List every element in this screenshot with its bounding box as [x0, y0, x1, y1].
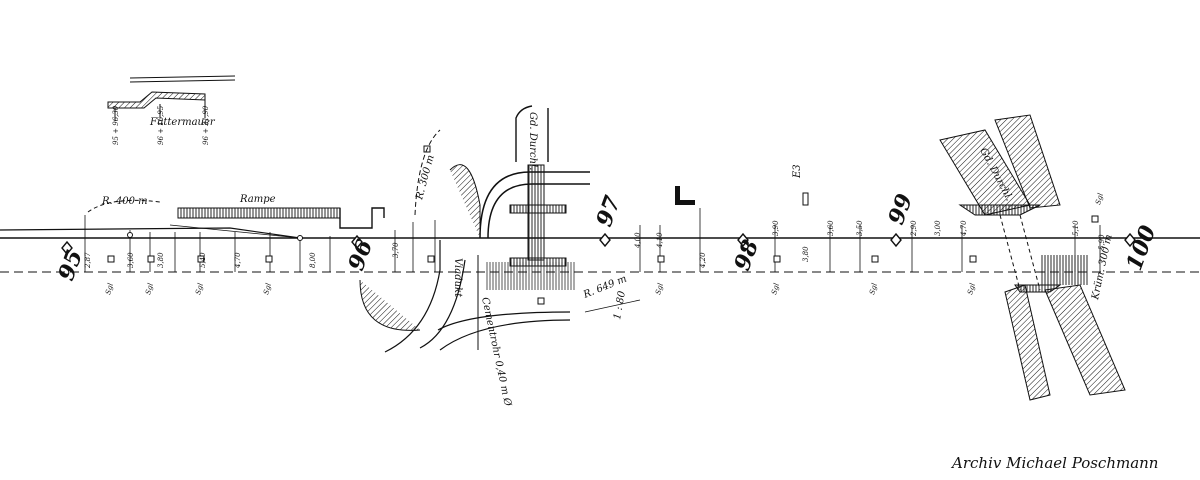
km-post-100: 100 [1121, 221, 1161, 274]
culvert-pipe-top [515, 105, 533, 162]
gefaelle-label: 1 : 80 [612, 290, 628, 321]
height-1: 2,87 [84, 252, 92, 269]
km-post-97: 97 [591, 192, 626, 230]
height-8: 4,00 [634, 232, 642, 249]
signal-label-4: Sgl [262, 282, 273, 295]
radius-arc-mid [414, 129, 441, 216]
height-4: 5,40 [199, 252, 207, 268]
ramp-structure [177, 207, 341, 219]
top-rule-2 [129, 79, 236, 83]
signal-flag [675, 186, 695, 205]
chainage-verticals-left [114, 100, 206, 120]
embankment-hatch-right [1040, 255, 1088, 285]
signal-label-5: Sgl [654, 282, 665, 295]
embankment-hatch-lower [485, 262, 575, 290]
height-19: 5,90 [1098, 234, 1106, 250]
height-9: 4,10 [656, 232, 664, 249]
dimension-ticks [84, 208, 1101, 272]
signal-label-8: Sgl [966, 282, 977, 295]
zementrohr-label: Cementrohr 0,40 m Ø [479, 296, 513, 408]
km-post-diamonds [61, 232, 1136, 256]
culvert-curve-upper [479, 171, 590, 239]
signal-label-7: Sgl [868, 282, 879, 295]
chainage-label-3: 96 + 21,90 [202, 105, 210, 145]
signal-label-2: Sgl [144, 282, 155, 295]
embankment-lower-left [359, 279, 421, 331]
km-post-95: 95 [53, 246, 88, 284]
siding-branch [169, 224, 301, 239]
height-7: 3,70 [392, 242, 400, 258]
bridge-deck-upper [958, 204, 1041, 216]
height-17: 4,70 [960, 220, 968, 237]
height-10: 4,20 [699, 252, 707, 269]
height-2: 3,60 [127, 252, 135, 268]
road-lower-2 [439, 319, 571, 351]
bridge-abutment-upper-right [994, 114, 1061, 209]
height-6: 8,00 [309, 252, 317, 268]
bridge-axis-1 [999, 214, 1021, 291]
embankment-hatch-top [449, 164, 481, 238]
height-18: 5,10 [1072, 220, 1080, 236]
signal-label-1: Sgl [104, 282, 115, 295]
signal-label-3: Sgl [194, 282, 205, 295]
height-12: 3,80 [802, 246, 810, 262]
height-16: 3,00 [934, 220, 942, 236]
km-post-98: 98 [729, 236, 764, 274]
bogen-leader [584, 299, 641, 313]
marker-circle-1 [127, 232, 133, 238]
radius-left-label: R. 400 m [101, 196, 148, 207]
height-13: 3,60 [827, 220, 835, 236]
top-rule [129, 75, 236, 79]
bridge-axis-2 [1019, 214, 1041, 291]
height-11: 3,90 [772, 220, 780, 236]
viadukt-label: Viadukt [452, 258, 463, 298]
bridge-abutment-lower-left [1004, 284, 1051, 401]
siding-track [0, 227, 301, 239]
signal-label-6: Sgl [770, 282, 781, 295]
culvert-head-upper [509, 204, 567, 214]
road-curve-1 [384, 240, 441, 353]
height-5: 4,70 [234, 252, 242, 269]
chainage-label-1: 95 + 96,30 [112, 105, 120, 145]
km-post-96: 96 [343, 236, 378, 274]
radius-arc-left [87, 199, 161, 213]
signal-label-9: Sgl [1094, 192, 1105, 205]
futtermauer-wall [107, 91, 206, 109]
height-3: 3,80 [157, 252, 165, 268]
chainage-label-2: 96 + 16,95 [157, 105, 165, 145]
note-e3: E3 [792, 164, 803, 179]
rampe-label: Rampe [239, 194, 276, 205]
height-14: 3,50 [856, 220, 864, 236]
durchlass-left-label: Gd. Durchl. [527, 112, 538, 170]
radius-mid-label: R. 300 m [414, 154, 437, 202]
archive-credit: Archiv Michael Poschmann [952, 454, 1159, 472]
height-15: 2,90 [910, 220, 918, 237]
futtermauer-label: Futtermauer [149, 117, 216, 128]
bridge-abutment-lower-right [1044, 284, 1126, 396]
marker-circle-2 [297, 235, 303, 241]
road-lower-1 [437, 311, 571, 331]
ramp-edge [339, 207, 385, 229]
road-curve-2 [419, 259, 466, 349]
